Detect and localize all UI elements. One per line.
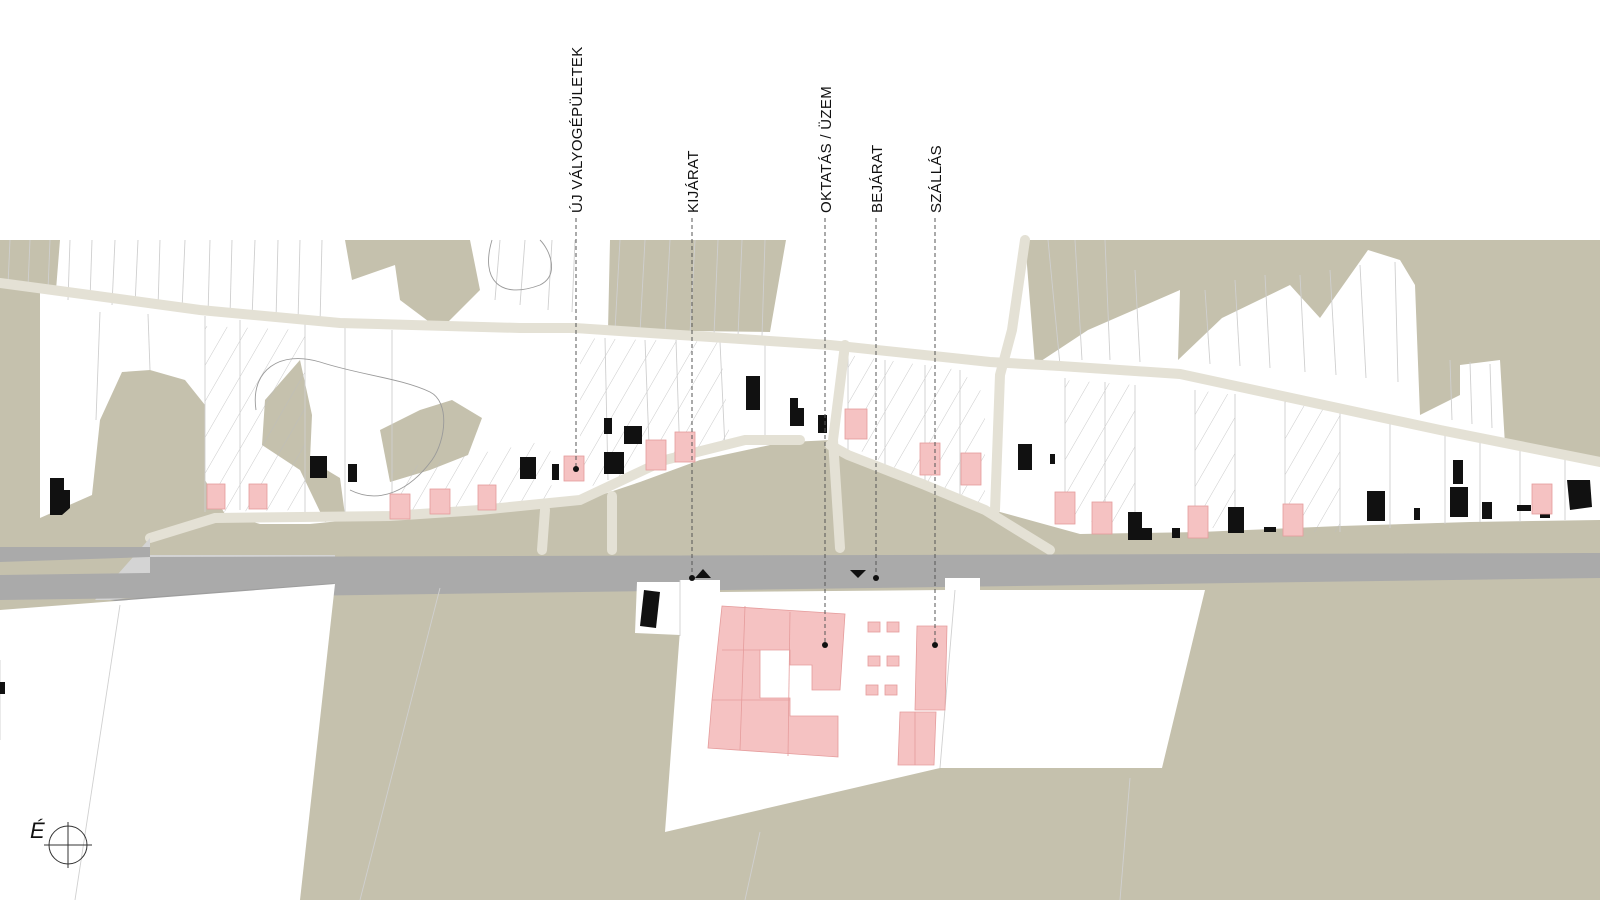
exit-arrow-icon — [695, 569, 711, 578]
terrain-patch — [1540, 280, 1600, 380]
entrance-arrow-icon — [850, 570, 866, 578]
label-accommodation: SZÁLLÁS — [928, 145, 945, 213]
contour-lines — [254, 239, 552, 497]
leader-lines — [575, 218, 936, 645]
north-label: É — [30, 818, 45, 843]
label-education-workshop: OKTATÁS / ÜZEM — [817, 86, 835, 213]
north-arrow-icon — [44, 822, 92, 868]
road-markers — [695, 569, 866, 578]
label-entrance: BEJÁRAT — [869, 144, 886, 213]
south-parcel-lines — [0, 580, 1131, 900]
existing-buildings — [0, 376, 1592, 694]
parcel-south-west — [0, 584, 335, 900]
leader-dots — [573, 466, 938, 648]
label-exit: KIJÁRAT — [685, 150, 702, 213]
terrain-patch — [380, 400, 482, 482]
new-buildings — [206, 408, 1553, 766]
terrain-patch — [0, 240, 60, 290]
village-paths — [0, 235, 1600, 555]
label-new-buildings: ÚJ VÁLYOGÉPÜLETEK — [568, 46, 586, 213]
